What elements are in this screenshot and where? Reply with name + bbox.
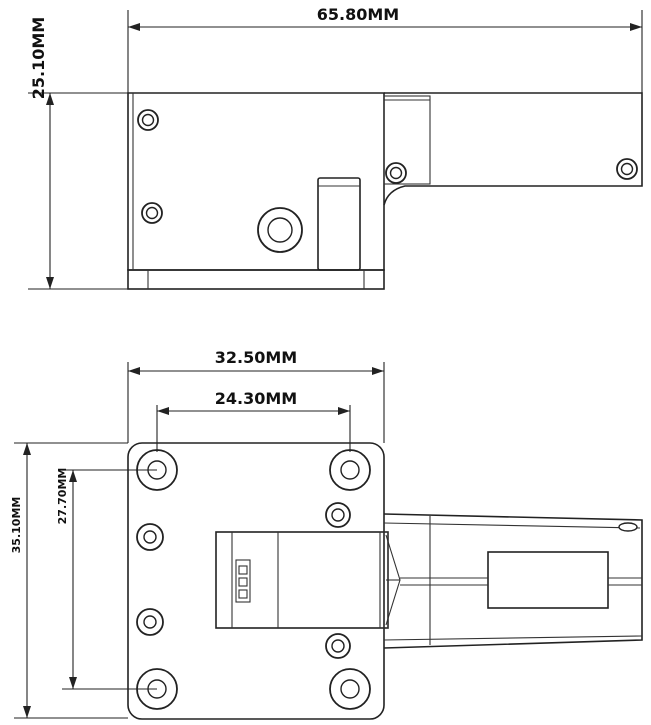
plan-view: 32.50MM 24.30MM 35.10MM 27.70MM — [10, 348, 643, 720]
plan-view-end-hole — [618, 522, 638, 532]
side-view: 65.80MM 25.10MM — [28, 5, 643, 290]
dim-label-hole-spacing-x: 24.30MM — [215, 389, 297, 408]
dim-label-top-length: 65.80MM — [317, 5, 399, 24]
side-view-screw-1 — [137, 109, 159, 131]
side-view-boss — [257, 207, 303, 253]
side-view-arm-slot — [383, 95, 431, 185]
plan-view-hole-mid-bottom — [325, 633, 351, 659]
plan-view-arm — [383, 513, 643, 649]
side-view-base-plate — [127, 269, 385, 290]
plan-view-hole-bottom-right — [329, 668, 371, 710]
plan-view-hole-mid-top — [325, 502, 351, 528]
plan-view-plate — [127, 442, 385, 720]
side-view-screw-2 — [141, 202, 163, 224]
dim-label-plate-height: 35.10MM — [10, 497, 23, 554]
plan-view-hole-top-right — [329, 449, 371, 491]
side-view-arm-outline — [383, 92, 643, 206]
dim-label-plate-width: 32.50MM — [215, 348, 297, 367]
side-view-body-outline — [127, 92, 385, 271]
side-view-screw-4 — [616, 158, 638, 180]
dim-label-hole-spacing-y: 27.70MM — [56, 468, 69, 525]
plan-view-hole-left-lower — [136, 608, 164, 636]
side-view-post — [317, 177, 361, 271]
dim-label-top-height: 25.10MM — [29, 17, 48, 99]
plan-view-slot — [487, 551, 609, 609]
plan-view-hole-left-upper — [136, 523, 164, 551]
side-view-screw-3 — [385, 162, 407, 184]
plan-view-mechanism — [215, 531, 389, 629]
